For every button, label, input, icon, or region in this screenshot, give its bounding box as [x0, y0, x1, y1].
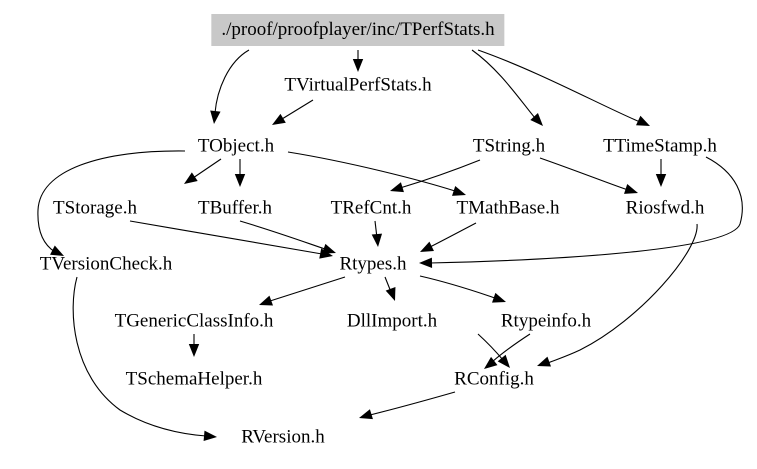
graph-node-rtypes: Rtypes.h — [339, 253, 407, 275]
arrowhead-tstorage-to-rtypes — [319, 248, 333, 259]
edge-tversioncheck-to-rversion — [72, 276, 207, 437]
edge-tvirtualperfstats-to-tobject — [281, 99, 314, 120]
arrowhead-tvirtualperfstats-to-tobject — [272, 113, 286, 125]
arrowhead-trefcnt-to-rtypes — [371, 233, 383, 247]
graph-node-tmathbase: TMathBase.h — [456, 197, 560, 219]
arrowhead-root-to-tstring — [530, 112, 543, 126]
edge-rtypeinfo-to-rconfig — [491, 333, 531, 363]
graph-node-ttimestamp: TTimeStamp.h — [603, 135, 717, 157]
edge-root-to-tobject — [214, 49, 250, 114]
graph-node-root: ./proof/proofplayer/inc/TPerfStats.h — [211, 14, 505, 46]
edge-root-to-ttimestamp — [477, 49, 641, 123]
graph-node-tstring: TString.h — [472, 135, 546, 157]
arrowhead-root-to-tvirtualperfstats — [352, 59, 364, 72]
edge-dllimport-to-rconfig — [477, 333, 504, 361]
arrowhead-tstring-to-riosfwd — [624, 184, 638, 194]
arrowhead-riosfwd-to-rconfig — [537, 356, 551, 367]
edge-tstorage-to-rtypes — [129, 220, 323, 255]
graph-node-rtypeinfo: Rtypeinfo.h — [500, 310, 592, 332]
arrowhead-tobject-to-tbuffer — [234, 174, 246, 187]
arrowhead-ttimestamp-to-rtypes — [419, 257, 433, 268]
graph-node-tstorage: TStorage.h — [53, 197, 137, 219]
graph-node-tobject: TObject.h — [197, 135, 275, 157]
arrowhead-rtypes-to-rtypeinfo — [492, 292, 506, 303]
arrowhead-ttimestamp-to-riosfwd — [655, 174, 667, 187]
edge-rtypes-to-tgenericclassinfo — [269, 276, 346, 302]
arrowhead-tmathbase-to-rtypes — [420, 241, 434, 252]
graph-node-tschemahelper: TSchemaHelper.h — [125, 368, 263, 390]
arrowhead-dllimport-to-rconfig — [497, 354, 510, 368]
graph-node-rversion: RVersion.h — [241, 426, 325, 448]
arrowhead-root-to-tobject — [210, 110, 221, 124]
edge-rconfig-to-rversion — [369, 391, 456, 416]
edge-root-to-tstring — [471, 49, 536, 119]
graph-node-trefcnt: TRefCnt.h — [330, 197, 412, 219]
edge-tobject-to-tversioncheck — [37, 150, 186, 253]
edge-ttimestamp-to-rtypes — [429, 156, 743, 264]
graph-node-riosfwd: Riosfwd.h — [625, 197, 705, 219]
edge-tmathbase-to-rtypes — [429, 222, 477, 248]
arrowhead-rtypes-to-dllimport — [385, 287, 396, 301]
arrowhead-tversioncheck-to-rversion — [203, 430, 217, 442]
graph-node-rconfig: RConfig.h — [454, 368, 534, 390]
edge-tstring-to-trefcnt — [399, 159, 481, 189]
edge-riosfwd-to-rconfig — [547, 223, 698, 364]
arrowhead-tobject-to-tversioncheck — [50, 245, 64, 256]
arrowhead-tobject-to-tmathbase — [452, 186, 466, 196]
graph-node-tversioncheck: TVersionCheck.h — [39, 253, 173, 275]
arrowhead-tobject-to-tstorage — [184, 172, 198, 184]
arrowhead-rtypeinfo-to-rconfig — [484, 356, 498, 369]
edge-tbuffer-to-rtypes — [239, 220, 326, 250]
arrowhead-tgenericclassinfo-to-tschemahelper — [188, 344, 200, 357]
edge-rtypes-to-rtypeinfo — [419, 275, 496, 299]
arrowhead-tstring-to-trefcnt — [390, 182, 404, 193]
arrowhead-tbuffer-to-rtypes — [322, 243, 336, 254]
graph-node-dllimport: DllImport.h — [346, 310, 438, 332]
graph-node-tgenericclassinfo: TGenericClassInfo.h — [114, 310, 274, 332]
graph-node-tbuffer: TBuffer.h — [197, 197, 273, 219]
arrowhead-rtypes-to-tgenericclassinfo — [259, 295, 273, 306]
edge-tstring-to-riosfwd — [539, 157, 629, 191]
edge-tobject-to-tmathbase — [287, 151, 456, 192]
graph-node-tvirtualperfstats: TVirtualPerfStats.h — [284, 74, 432, 96]
edge-tobject-to-tstorage — [192, 158, 222, 179]
arrowhead-root-to-ttimestamp — [636, 115, 650, 126]
arrowhead-rconfig-to-rversion — [359, 409, 373, 420]
